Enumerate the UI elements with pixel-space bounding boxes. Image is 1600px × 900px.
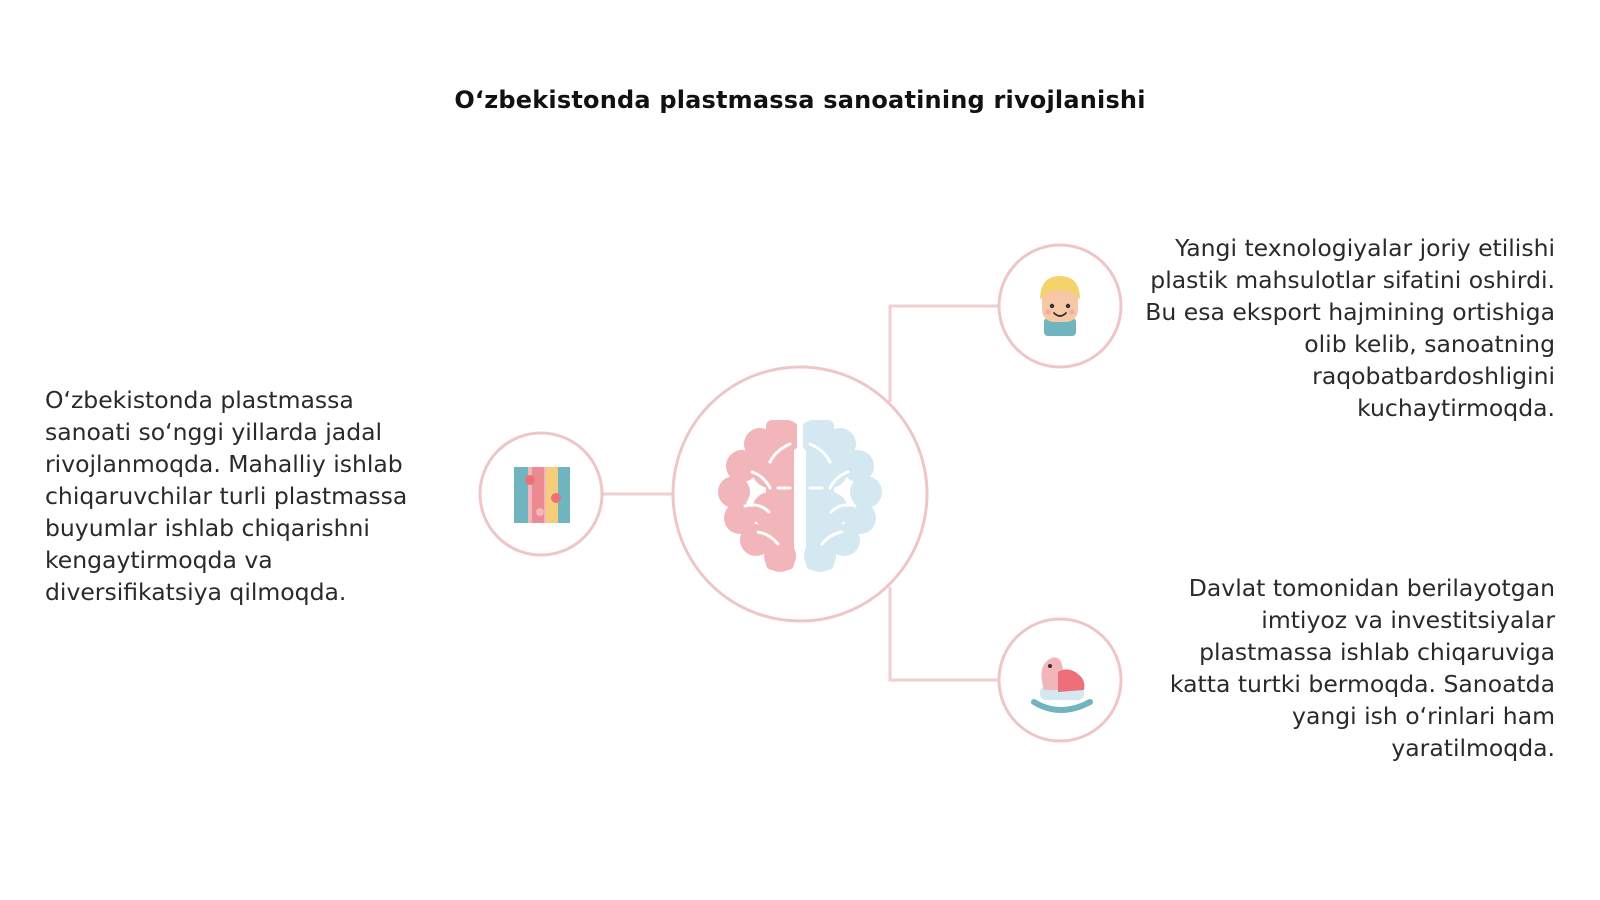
rocking-horse-icon [1031, 657, 1093, 713]
right-bottom-description: Davlat tomonidan berilayotgan imtiyoz va… [1169, 574, 1555, 762]
page-title: O‘zbekistonda plastmassa sanoatining riv… [454, 86, 1146, 114]
left-description: O‘zbekistonda plastmassa sanoati so‘nggi… [45, 386, 408, 606]
right-top-node [997, 243, 1123, 369]
left-node [478, 431, 604, 557]
connector-right-top [888, 304, 998, 402]
center-node [671, 365, 929, 623]
brain-icon [718, 418, 882, 574]
puzzle-blocks-icon [514, 467, 570, 523]
right-bottom-node [997, 617, 1123, 743]
right-top-description: Yangi texnologiyalar joriy etilishi plas… [1145, 234, 1555, 422]
connector-lines [602, 304, 998, 682]
child-face-icon [1040, 276, 1080, 336]
connector-right-bottom [888, 587, 998, 682]
